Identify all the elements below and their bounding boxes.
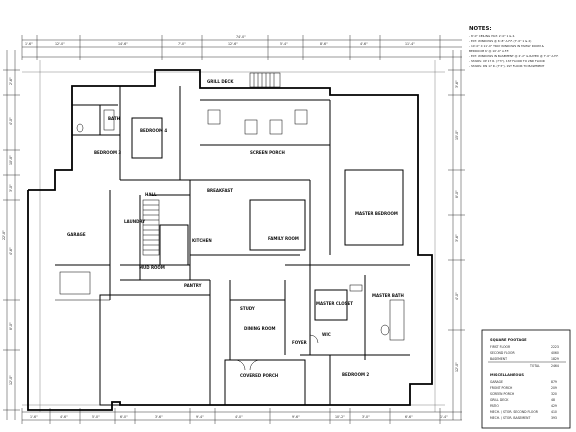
sqft-row-label: SECOND FLOOR [490,351,515,355]
notes-line: - EXT. WINDOWS IN BASEMENT @ 2'-2" & RAT… [469,54,559,58]
exterior-walls [27,69,433,411]
stairs [142,72,281,256]
misc-row-label: GARAGE [490,380,503,384]
room-label-breakfast: BREAKFAST [207,188,233,193]
dim-bottom-4: 3'-6" [155,415,163,419]
dim-left-4: 4'-6" [9,247,13,255]
room-label-hall: HALL [145,192,157,197]
sqft-total-label: TOTAL [529,364,540,368]
dim-bottom-2: 5'-0" [92,415,100,419]
room-label-bedroom2: BEDROOM 2 [342,372,369,377]
sqft-row-value: 4060 [551,351,559,355]
sqft-row-value: 1829 [551,357,559,361]
misc-row-label: PATIO [490,404,499,408]
dim-right-5: 12'-0" [455,362,459,372]
dim-top-7: 4'-6" [360,42,368,46]
room-label-bedroom4: BEDROOM 4 [140,128,167,133]
room-label-wic: WIC [322,332,331,337]
dim-left-0: 2'-6" [9,77,13,85]
dim-left-5: 22'-8" [2,230,6,240]
dim-right-4: 4'-0" [455,292,459,300]
notes-line: - EXT. WINDOWS @ 6'-8" A.F.F. (7'-0" 1 &… [469,39,531,43]
dim-bottom-8: 10'-2" [335,415,345,419]
misc-row-value: 410 [551,410,557,414]
misc-row-value: 48 [551,398,555,402]
notes-title: NOTES: [469,26,492,32]
misc-row-label: MECH. / STOR. BASEMENT [490,416,530,420]
misc-row-value: 429 [551,404,557,408]
misc-row-value: 320 [551,392,557,396]
sqft-row-label: BASEMENT [490,357,507,361]
misc-row-value: 393 [551,416,557,420]
dim-top-total: 74'-0" [236,35,246,39]
dim-bottom-3: 6'-0" [120,415,128,419]
dim-bottom-1: 4'-6" [60,415,68,419]
dim-bottom-11: 1'-4" [440,415,448,419]
dim-bottom-6: 4'-0" [235,415,243,419]
dim-top-2: 14'-6" [118,42,128,46]
notes-line: - STAIRS: UP 17 R. (7'3"), 1ST FLOOR TO … [469,59,545,63]
sqft-title: SQUARE FOOTAGE [490,338,527,342]
dim-top-4: 12'-6" [228,42,238,46]
dim-top-5: 5'-4" [280,42,288,46]
dim-left-1: 4'-0" [9,117,13,125]
notes-line: - 10'-0" X 11'-0" TRAY WINDOWS IN FAMILY… [469,44,545,48]
notes-block: NOTES: - 8'-0" CEILING HGT. 2'-0" 1 & 2.… [469,26,559,68]
misc-row-value: 209 [551,386,557,390]
dim-right-0: 3'-6" [455,80,459,88]
room-label-bath-upper: BATH [108,116,120,121]
notes-line: - 8'-0" CEILING HGT. 2'-0" 1 & 2. [469,34,515,38]
dim-top-0: 1'-6" [25,42,33,46]
dim-right-1: 15'-0" [455,130,459,140]
room-label-kitchen: KITCHEN [192,238,212,243]
room-label-study: STUDY [240,306,255,311]
dimension-lines [3,35,465,424]
misc-row-label: SCREEN PORCH [490,392,515,396]
room-label-screen-porch: SCREEN PORCH [250,150,285,155]
sqft-row-value: 2223 [551,345,559,349]
fixtures [55,109,405,371]
dim-right-2: 8'-0" [455,190,459,198]
dim-left-7: 12'-0" [9,375,13,385]
dim-top-8: 11'-4" [405,42,415,46]
dim-top-1: 12'-0" [55,42,65,46]
dim-bottom-9: 3'-0" [362,415,370,419]
room-label-pantry: PANTRY [184,283,202,288]
dim-bottom-5: 9'-4" [196,415,204,419]
room-label-master-closet: MASTER CLOSET [316,301,353,306]
sqft-total-value: 2464 [551,364,559,368]
misc-row-label: MECH. / STOR. SECOND FLOOR [490,410,539,414]
room-label-garage: GARAGE [67,232,86,237]
misc-row-value: 879 [551,380,557,384]
room-label-master-bath: MASTER BATH [372,293,404,298]
room-label-master-bedroom: MASTER BEDROOM [355,211,398,216]
sqft-row-label: FIRST FLOOR [490,345,511,349]
misc-title: MISCELLANEOUS [490,373,524,377]
dim-left-3: 3'-0" [9,184,13,192]
dim-bottom-10: 6'-6" [405,415,413,419]
dim-top-3: 7'-0" [178,42,186,46]
misc-row-label: FRONT PORCH [490,386,513,390]
interior-walls [55,86,410,406]
dim-right-3: 3'-6" [455,234,459,242]
notes-line: - STAIRS: DN 17 R. (7'3"), 1ST FLOOR TO … [469,64,545,68]
square-footage-table: SQUARE FOOTAGE FIRST FLOOR 2223 SECOND F… [481,329,571,429]
room-label-mud-room: MUD ROOM [139,265,165,270]
room-label-family-room: FAMILY ROOM [268,236,299,241]
room-label-covered-porch: COVERED PORCH [240,373,278,378]
notes-line: BEDROOM 6' @ 10'-0" A.F.F. [469,49,509,53]
dim-top-6: 8'-6" [320,42,328,46]
room-label-dining: DINING ROOM [244,326,276,331]
room-label-grill: GRILL DECK [207,79,234,84]
misc-row-label: GRILL DECK [490,398,509,402]
dim-bottom-0: 1'-6" [30,415,38,419]
dim-left-2: 10'-8" [9,155,13,165]
dim-left-6: 8'-0" [9,322,13,330]
room-label-foyer: FOYER [292,340,307,345]
room-label-laundry: LAUNDRY [124,219,145,224]
dim-bottom-7: 9'-6" [292,415,300,419]
room-label-bedroom3: BEDROOM 3 [94,150,121,155]
